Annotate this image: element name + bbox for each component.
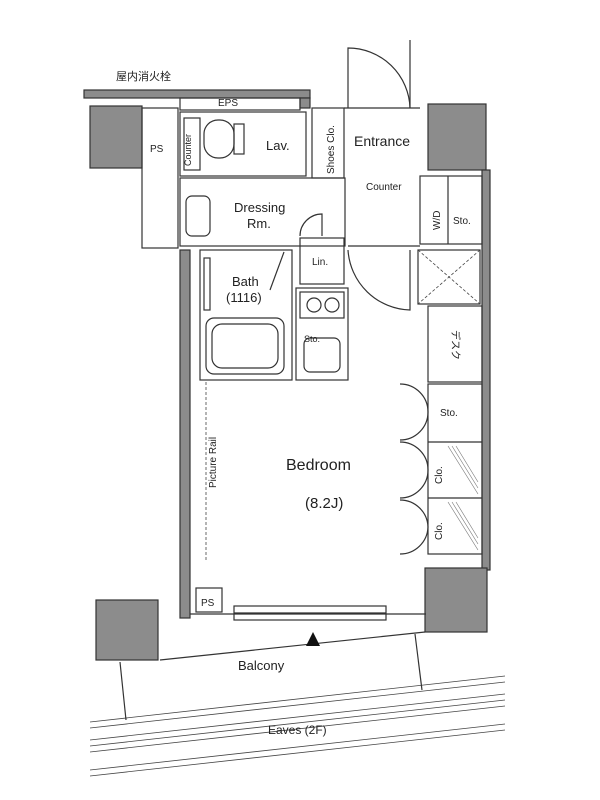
eps-label: EPS [218,98,238,109]
desk-label: デスク [449,330,462,360]
closet-1-label: Clo. [434,466,445,484]
closet-2-label: Clo. [434,522,445,540]
counter-lav-label: Counter [183,134,193,166]
dressing-room-label-line2: Rm. [247,216,271,231]
storage-right-label: Sto. [440,408,458,419]
bedroom-size-label: (8.2J) [305,495,343,512]
bath-label-line1: Bath [232,274,259,289]
shoes-closet-label: Shoes Clo. [326,125,337,174]
balcony-label: Balcony [238,658,285,673]
bath-label-line2: (1116) [226,290,262,305]
triangle-up-icon [306,632,320,646]
fire-hydrant-label: 屋内消火栓 [116,69,171,83]
eaves-lines [89,675,506,777]
washer-dryer-label: W/D [432,211,443,230]
picture-rail-label: Picture Rail [208,437,219,488]
ps-bottom-label: PS [201,598,215,609]
linen-label: Lin. [312,257,328,268]
dressing-room-label-line1: Dressing [234,200,285,215]
inner-walls [179,97,483,621]
eaves-label: Eaves (2F) [268,723,327,737]
bedroom-label: Bedroom [286,457,351,474]
storage-top-label: Sto. [453,216,471,227]
ps-top-label: PS [150,144,164,155]
outer-walls [83,89,491,661]
balcony-outline [119,631,426,721]
storage-kitchen-label: Sto. [304,334,320,344]
entrance-label: Entrance [354,133,410,149]
lav-label: Lav. [266,138,290,153]
fixtures [183,40,479,560]
counter-entrance-label: Counter [366,182,402,193]
room-labels: 屋内消火栓 EPS PS Counter Lav. Shoes Clo. Ent… [116,69,471,737]
